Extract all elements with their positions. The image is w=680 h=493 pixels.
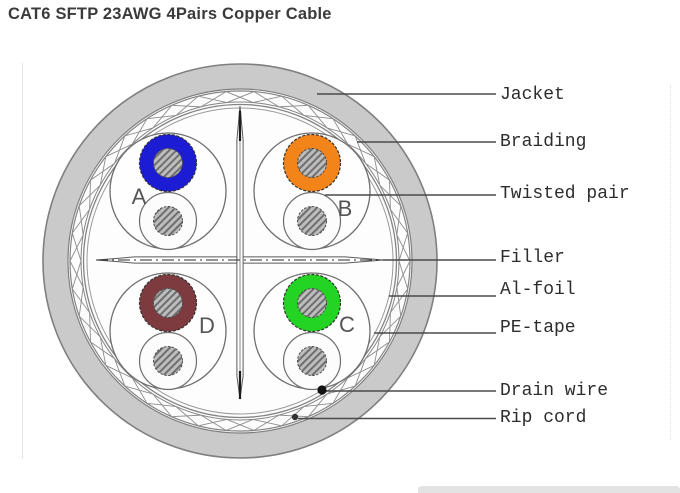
braid-strand: [78, 315, 101, 337]
copper-conductor: [297, 346, 327, 376]
braid-strand: [396, 234, 411, 262]
copper-conductor: [153, 346, 183, 376]
braid-strand: [78, 205, 84, 235]
braid-strand: [175, 95, 199, 116]
braid-strand: [365, 162, 390, 181]
copper-conductor: [153, 148, 183, 178]
layer-label-pe-tape: PE-tape: [500, 318, 576, 338]
braid-strand: [354, 358, 366, 387]
layer-label-rip-cord: Rip cord: [500, 408, 587, 428]
braid-strand: [71, 288, 90, 313]
copper-conductor: [153, 206, 183, 236]
braid-strand: [390, 209, 409, 234]
bottom-strip: [418, 486, 680, 493]
photo-right-edge: [670, 85, 671, 440]
al-foil-ring: [82, 103, 398, 419]
braid-strand: [347, 143, 375, 157]
braid-strand: [225, 419, 254, 431]
pair-letter-c: C: [339, 312, 355, 337]
braid-strand: [131, 118, 148, 145]
copper-conductor: [153, 288, 183, 318]
braid-strand: [200, 91, 227, 108]
layer-label-braiding: Braiding: [500, 132, 587, 152]
braid-strand: [171, 414, 201, 418]
braid-strand: [389, 312, 391, 342]
braid-strand: [146, 402, 177, 408]
braid-strand: [326, 127, 356, 137]
braid-strand: [226, 91, 255, 103]
pair-letter-a: A: [132, 184, 147, 209]
braid-strand: [373, 336, 381, 366]
braid-strand: [303, 114, 334, 120]
layer-label-drain-wire: Drain wire: [500, 381, 609, 401]
copper-conductor: [297, 148, 327, 178]
twisted-pair-a: A: [109, 132, 227, 251]
rip-cord-dot: [291, 413, 299, 421]
braid-strand: [152, 105, 173, 129]
twisted-pair-d: D: [109, 272, 227, 391]
braid-strand: [396, 287, 402, 317]
layer-label-twisted-pair: Twisted pair: [500, 184, 630, 204]
braid-strand: [124, 385, 154, 395]
braid-strand: [253, 95, 282, 103]
copper-conductor: [297, 288, 327, 318]
braid-strand: [90, 341, 115, 360]
leader-lines: [291, 93, 496, 421]
twisted-pair-b: B: [253, 132, 371, 251]
braid-strand: [69, 260, 84, 288]
braid-strand: [307, 393, 328, 417]
twisted-pair-c: C: [253, 272, 371, 391]
layer-label-jacket: Jacket: [500, 85, 565, 105]
braiding-ring: [69, 90, 411, 432]
twisted-pairs: A B C D: [109, 132, 371, 391]
braid-strand: [279, 104, 309, 108]
layer-label-al-foil: Al-foil: [500, 280, 576, 300]
copper-conductor: [297, 206, 327, 236]
braid-strand: [71, 232, 82, 262]
layer-label-filler: Filler: [500, 248, 565, 268]
braid-strand: [114, 135, 126, 164]
braid-strand: [398, 260, 409, 290]
pair-letter-d: D: [199, 313, 215, 338]
braid-strand: [105, 365, 133, 379]
braid-strand: [89, 180, 91, 210]
pair-letter-b: B: [338, 196, 353, 221]
page-title: CAT6 SFTP 23AWG 4Pairs Copper Cable: [8, 5, 332, 23]
braid-strand: [253, 414, 280, 431]
braid-strand: [198, 419, 227, 427]
braid-strand: [99, 156, 107, 186]
photo-left-edge: [22, 63, 23, 459]
drain-wire-dot: [317, 385, 327, 395]
